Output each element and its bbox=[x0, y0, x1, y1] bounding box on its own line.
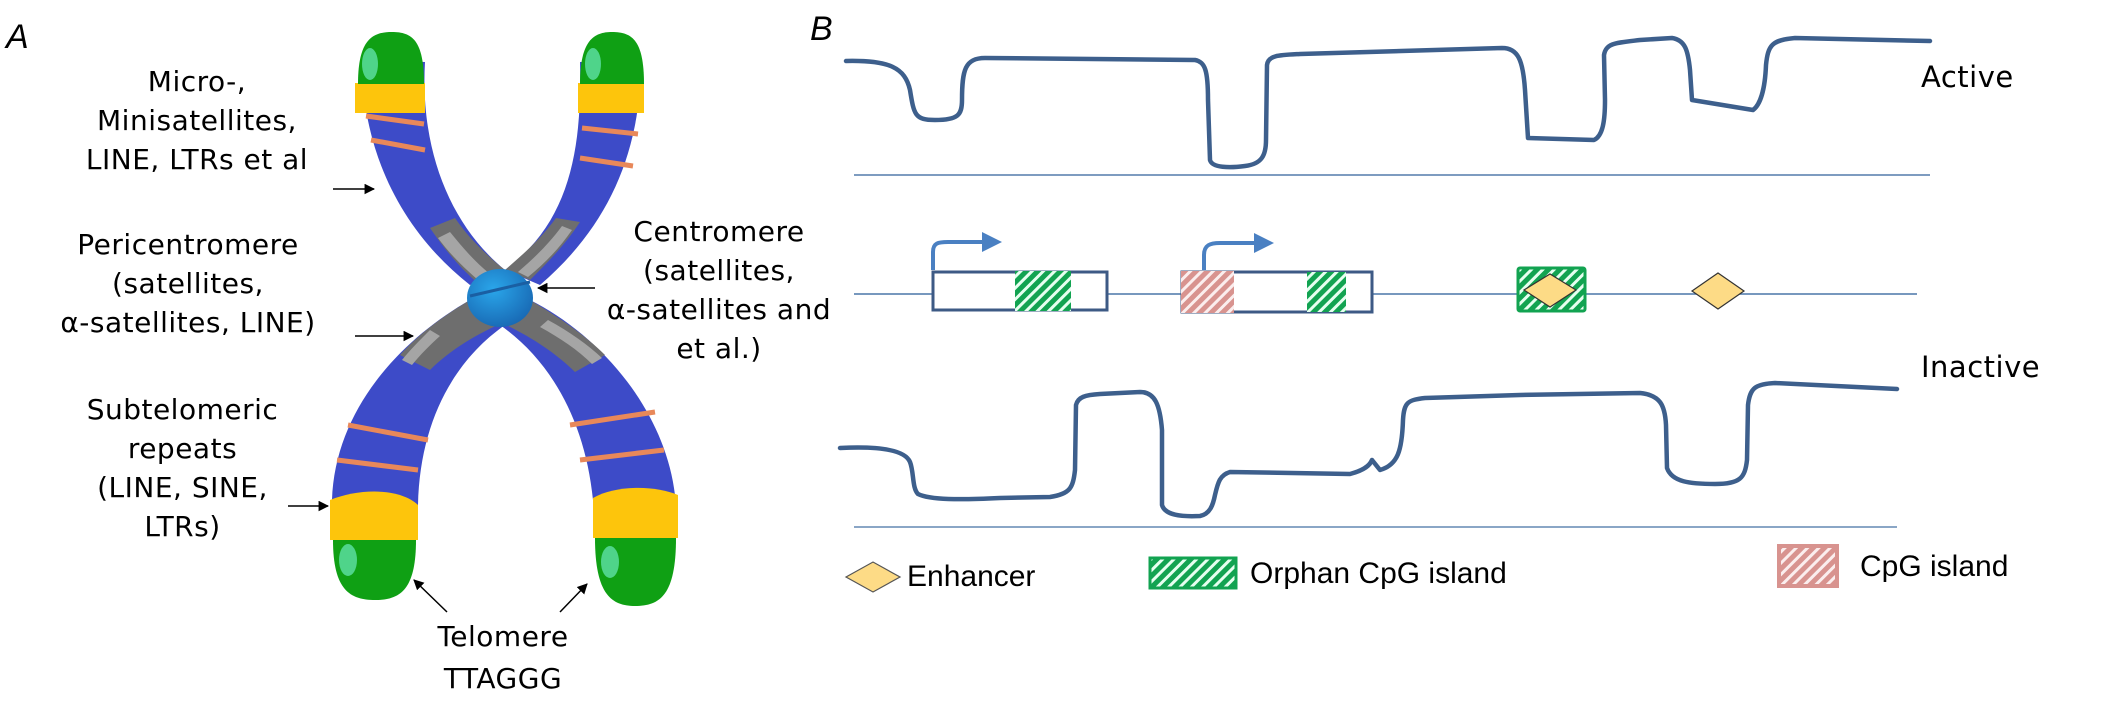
gene-2 bbox=[1180, 233, 1374, 314]
legend-enhancer-label: Enhancer bbox=[907, 560, 1036, 593]
chromosome-arm-lower-right bbox=[500, 300, 678, 606]
label-line: (satellites, bbox=[643, 254, 795, 287]
chromosome bbox=[330, 32, 678, 606]
label-line: α-satellites, LINE) bbox=[60, 306, 316, 339]
orphan-cpg-island bbox=[1015, 271, 1071, 311]
orphan-cpg-island bbox=[1307, 272, 1346, 312]
legend-enhancer-icon bbox=[844, 561, 902, 593]
subtelomere-band bbox=[330, 491, 418, 540]
chromosome-arm-upper-right bbox=[505, 32, 644, 285]
chromosome-band bbox=[370, 137, 426, 153]
label-line: Pericentromere bbox=[77, 228, 299, 261]
centromere-label: Centromere (satellites, α-satellites and… bbox=[590, 212, 848, 368]
subtelomere-band bbox=[593, 487, 678, 538]
repeats-label: Micro-, Minisatellites, LINE, LTRs et al bbox=[62, 62, 332, 179]
subtelomere-band bbox=[578, 83, 644, 113]
label-line: LINE, LTRs et al bbox=[85, 143, 309, 176]
label-line: et al.) bbox=[676, 332, 762, 365]
cpg-island bbox=[1181, 271, 1234, 313]
enhancer-diamond-icon bbox=[1690, 272, 1746, 310]
chromosome-band bbox=[581, 125, 639, 137]
label-line: Micro-, bbox=[147, 65, 247, 98]
label-line: Centromere bbox=[633, 215, 805, 248]
label-line: TTAGGG bbox=[443, 662, 563, 695]
panel-a-letter: A bbox=[6, 18, 29, 56]
panel-b-letter: B bbox=[810, 10, 833, 48]
chromosome-band bbox=[336, 457, 419, 473]
subtelomeric-label: Subtelomeric repeats (LINE, SINE, LTRs) bbox=[60, 390, 305, 546]
subtelomere-band bbox=[355, 83, 425, 113]
legend-cpg-label: CpG island bbox=[1860, 550, 2009, 583]
label-line: repeats bbox=[127, 432, 238, 465]
label-line: (LINE, SINE, bbox=[97, 471, 268, 504]
chromosome-band bbox=[569, 409, 656, 428]
pericentromere-label: Pericentromere (satellites, α-satellites… bbox=[38, 225, 338, 342]
chromosome-arm-upper-left bbox=[355, 32, 505, 285]
chromosome-band bbox=[579, 155, 634, 169]
active-state-label: Active bbox=[1921, 60, 2014, 94]
orphan-cpg-enhancer bbox=[1516, 266, 1587, 313]
legend-cpg-swatch bbox=[1777, 544, 1839, 588]
label-line: α-satellites and bbox=[606, 293, 832, 326]
inactive-state-label: Inactive bbox=[1921, 350, 2041, 384]
active-chromatin-curve bbox=[843, 35, 1933, 170]
label-line: LTRs) bbox=[144, 510, 221, 543]
chromosome-band bbox=[579, 447, 665, 463]
tss-arrow-icon bbox=[931, 232, 1002, 270]
chromosome-band bbox=[365, 113, 425, 127]
telomere-pointer-arrow-left bbox=[413, 579, 448, 613]
label-line: Minisatellites, bbox=[97, 104, 297, 137]
inactive-chromatin-curve bbox=[837, 380, 1900, 519]
gene-1 bbox=[931, 232, 1109, 312]
chromosome-arm-lower-left bbox=[330, 300, 505, 600]
chromosome-band bbox=[347, 422, 429, 443]
tss-arrow-icon bbox=[1202, 233, 1274, 270]
enhancer-diamond-icon bbox=[1522, 273, 1578, 308]
label-line: (satellites, bbox=[112, 267, 264, 300]
legend-orphan-cpg-label: Orphan CpG island bbox=[1250, 557, 1507, 590]
telomere-label: Telomere TTAGGG bbox=[418, 616, 588, 700]
label-line: Telomere bbox=[437, 620, 569, 653]
telomere-pointer-arrow-right bbox=[559, 583, 588, 613]
legend-orphan-cpg-swatch bbox=[1148, 556, 1238, 590]
label-line: Subtelomeric bbox=[86, 393, 279, 426]
centromere bbox=[467, 269, 533, 327]
